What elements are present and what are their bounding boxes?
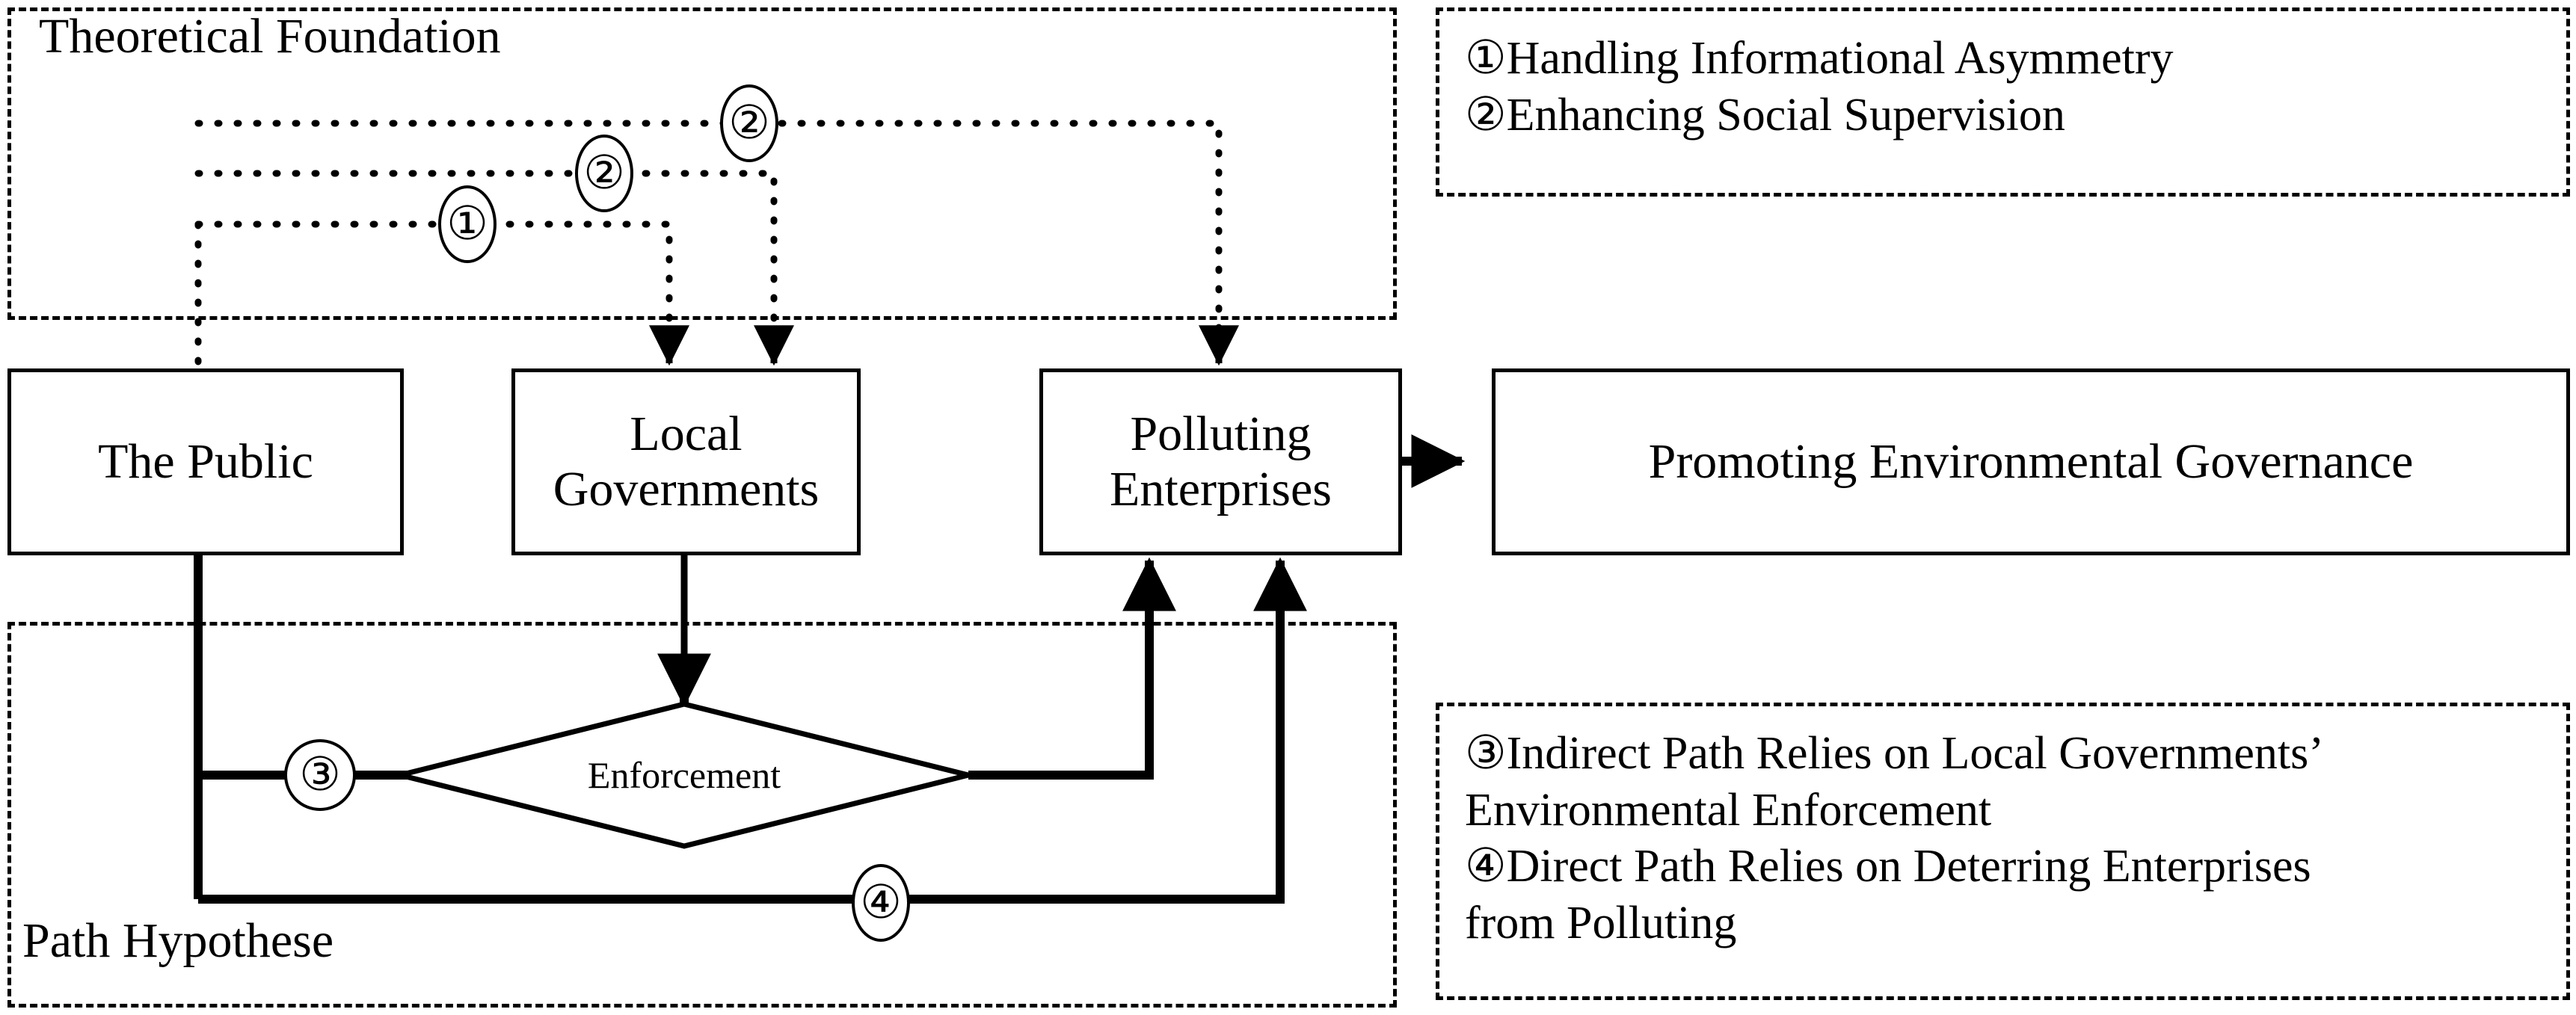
node-outcome-label: Promoting Environmental Governance bbox=[1648, 434, 2414, 490]
group-theoretical-foundation-label: Theoretical Foundation bbox=[39, 9, 501, 64]
edge-marker-2a: ② bbox=[575, 135, 633, 212]
group-path-hypothese-label: Path Hypothese bbox=[22, 913, 334, 968]
node-the-public-label: The Public bbox=[98, 434, 313, 490]
edge-public-to-enterprises-2 bbox=[194, 120, 1223, 342]
edge-marker-1: ① bbox=[438, 185, 497, 263]
node-local-governments-label-line2: Governments bbox=[553, 462, 820, 516]
edge-public-to-local-2 bbox=[194, 170, 778, 342]
node-polluting-enterprises[interactable]: Polluting Enterprises bbox=[1039, 368, 1402, 555]
node-outcome[interactable]: Promoting Environmental Governance bbox=[1492, 368, 2570, 555]
node-local-governments-label-line1: Local bbox=[630, 407, 743, 462]
edge-public-to-enterprises-4 bbox=[198, 590, 1285, 904]
group-path-hypothese bbox=[7, 622, 1397, 1008]
legend-bottom-item-2-cont: from Polluting bbox=[1465, 897, 1737, 948]
legend-bottom: ③Indirect Path Relies on Local Governmen… bbox=[1436, 703, 2570, 1000]
legend-top-item-1: ①Handling Informational Asymmetry bbox=[1465, 33, 2174, 84]
legend-bottom-item-1: ③Indirect Path Relies on Local Governmen… bbox=[1465, 728, 2324, 779]
group-theoretical-foundation bbox=[7, 7, 1397, 320]
node-polluting-enterprises-label-line2: Enterprises bbox=[1110, 462, 1332, 516]
node-local-governments[interactable]: Local Governments bbox=[511, 368, 861, 555]
enforcement-diamond bbox=[399, 701, 969, 849]
edge-enforcement-to-enterprises bbox=[968, 590, 1154, 780]
edge-marker-3: ③ bbox=[284, 739, 356, 811]
node-enforcement-label: Enforcement bbox=[587, 754, 781, 796]
legend-top-item-2: ②Enhancing Social Supervision bbox=[1465, 89, 2065, 141]
edge-marker-2b: ② bbox=[720, 84, 778, 162]
edge-marker-4: ④ bbox=[852, 864, 910, 942]
node-polluting-enterprises-label-line1: Polluting bbox=[1130, 407, 1312, 462]
legend-bottom-item-2: ④Direct Path Relies on Deterring Enterpr… bbox=[1465, 841, 2311, 892]
edge-public-to-local-1 bbox=[194, 220, 673, 342]
node-the-public[interactable]: The Public bbox=[7, 368, 404, 555]
legend-bottom-item-1-cont: Environmental Enforcement bbox=[1465, 784, 1992, 836]
legend-top: ①Handling Informational Asymmetry ②Enhan… bbox=[1436, 7, 2570, 197]
